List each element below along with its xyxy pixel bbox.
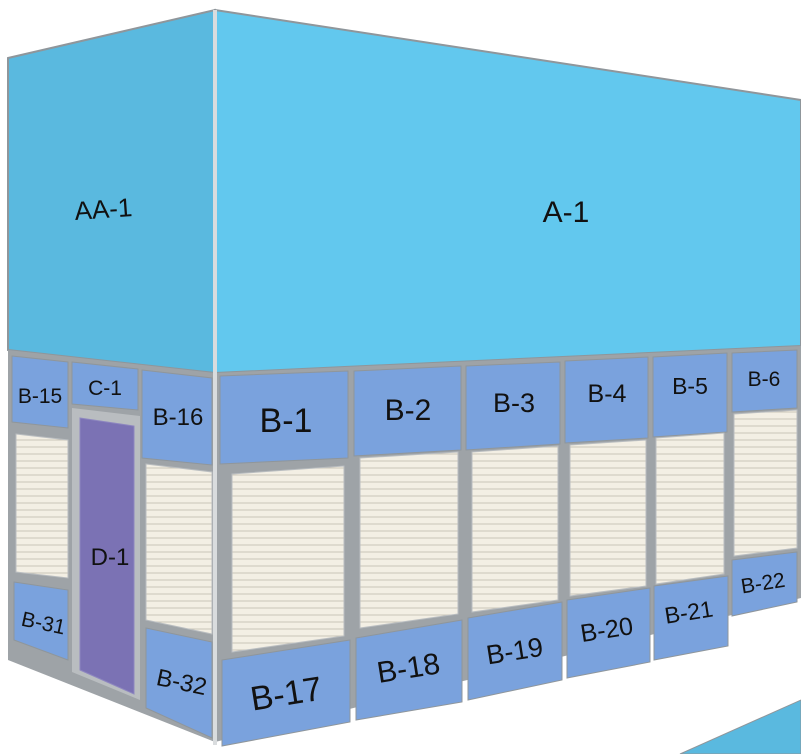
- panel-b-18: [355, 619, 463, 721]
- panel-b-3: [465, 361, 561, 451]
- label-b-16: B-16: [153, 404, 204, 431]
- panel-b-6: [731, 349, 798, 413]
- louver-right-6: [733, 409, 798, 557]
- panel-b-32: [145, 627, 213, 739]
- label-b-1: B-1: [260, 402, 313, 440]
- panel-b-17: [221, 639, 351, 747]
- label-b-4: B-4: [588, 380, 627, 408]
- louver-right-2: [359, 451, 459, 629]
- louver-left-1: [15, 433, 69, 579]
- adjacent-module: [679, 699, 801, 754]
- label-aa-1: AA-1: [73, 192, 133, 226]
- panel-b-4: [564, 356, 649, 444]
- door-d-1: [79, 417, 135, 695]
- label-b-5: B-5: [672, 373, 708, 399]
- label-b-3: B-3: [493, 388, 535, 418]
- right-face: [214, 8, 801, 747]
- panel-aa-1: [7, 8, 216, 375]
- panel-b-2: [353, 365, 462, 457]
- panel-b-16: [141, 369, 213, 466]
- panel-b-22: [731, 551, 798, 617]
- panel-b-19: [467, 601, 563, 701]
- panel-b-31: [13, 581, 69, 661]
- label-b-15: B-15: [18, 385, 62, 408]
- panel-b-21: [653, 575, 729, 661]
- panel-b-5: [652, 352, 728, 438]
- panel-b-20: [566, 587, 651, 679]
- panel-a-1: [214, 8, 801, 375]
- label-b-2: B-2: [385, 394, 432, 427]
- label-c-1: C-1: [88, 377, 122, 400]
- label-a-1: A-1: [543, 196, 590, 229]
- louver-right-3: [471, 445, 559, 613]
- panel-b-15: [11, 355, 69, 429]
- left-face: [7, 8, 216, 742]
- label-b-6: B-6: [748, 368, 781, 391]
- label-d-1: D-1: [91, 544, 130, 571]
- louver-right-5: [655, 432, 725, 585]
- labels: AA-1 A-1 B-15 C-1 B-16 D-1 B-31 B-32 B-1…: [18, 192, 787, 718]
- panel-c-1: [71, 361, 139, 411]
- louver-right-1: [231, 465, 345, 653]
- louver-right-4: [569, 439, 647, 597]
- louver-left-2: [145, 463, 213, 635]
- panel-b-1: [219, 370, 349, 465]
